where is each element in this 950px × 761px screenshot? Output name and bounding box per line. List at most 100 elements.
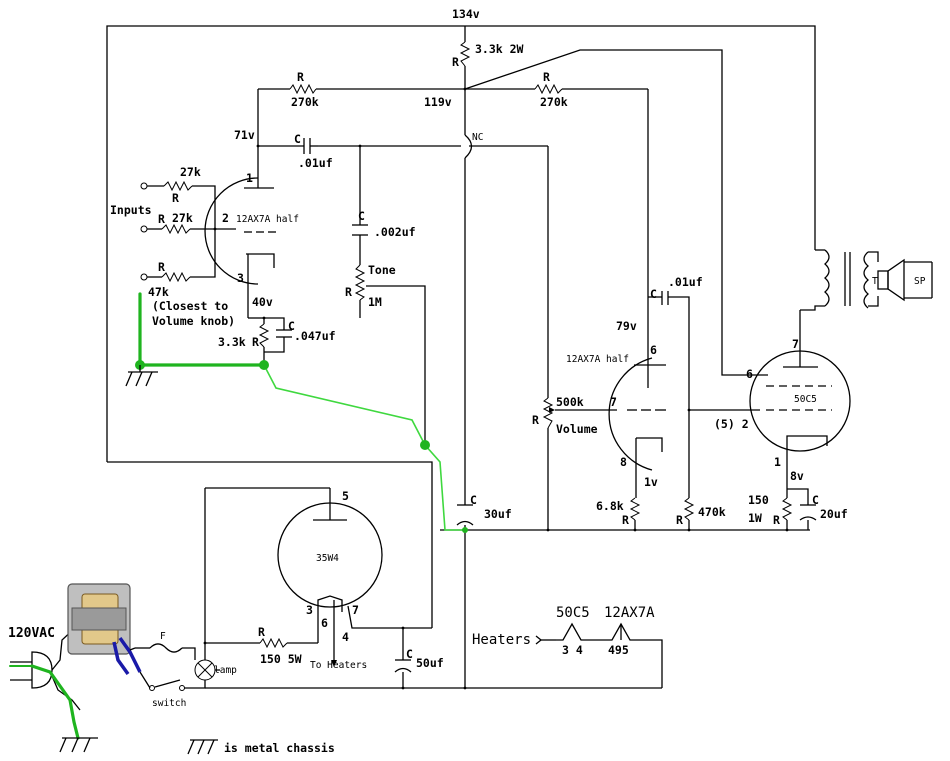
text-labels: 134v 119v 71v 40v 79v 1v 8v 3.3k 2W R R … — [8, 7, 926, 755]
tube-v1 — [204, 177, 276, 365]
label-119v: 119v — [424, 95, 452, 109]
pin-out-cathode: 1 — [774, 455, 781, 469]
label-r-letter-drop: R — [452, 55, 459, 69]
label-r-plate1: 270k — [291, 95, 319, 109]
label-out-name: 50C5 — [794, 394, 817, 405]
pin-v1-grid: 2 — [222, 211, 229, 225]
resistor-symbols — [161, 41, 793, 649]
resistor-cathode1 — [258, 323, 270, 348]
pin-v1-cathode: 3 — [237, 271, 244, 285]
chassis-legend-icon — [187, 739, 218, 755]
pot-tone — [354, 264, 366, 301]
label-nc: NC — [472, 132, 483, 143]
pin-rect-6: 6 — [321, 616, 328, 630]
label-r-volume: 500k — [556, 395, 584, 409]
label-r-letter-output: R — [773, 513, 780, 527]
pin-rect-plate: 5 — [342, 489, 349, 503]
label-c-letter-filter-rect: C — [406, 647, 413, 661]
label-71v: 71v — [234, 128, 255, 142]
pin-heater-12ax7: 495 — [608, 643, 629, 657]
ground-icon — [125, 365, 158, 387]
label-r-cathode1: 3.3k — [218, 335, 246, 349]
label-r-letter-in1: R — [172, 191, 179, 205]
label-v1-name: 12AX7A half — [236, 214, 299, 225]
label-c-letter-coupling1: C — [294, 132, 301, 146]
label-r-letter-in3: R — [158, 260, 165, 274]
resistor-drop — [459, 41, 471, 67]
label-c-coupling1: .01uf — [298, 156, 333, 170]
label-r-in2: 27k — [172, 211, 193, 225]
label-heater-50c5: 50C5 — [556, 605, 590, 621]
pin-v2-grid: 7 — [610, 395, 617, 409]
dot-markers — [203, 87, 789, 690]
label-c-letter-coupling2: C — [650, 287, 657, 301]
pin-out-plate: 7 — [792, 337, 799, 351]
label-rect-name: 35W4 — [316, 553, 339, 564]
output-transformer — [800, 249, 933, 311]
label-8v: 8v — [790, 469, 804, 483]
label-r-letter-plate1: R — [297, 70, 304, 84]
label-r-output-a: 150 — [748, 493, 769, 507]
label-c-letter-filter-main: C — [470, 493, 477, 507]
label-r-in1: 27k — [180, 165, 201, 179]
label-40v: 40v — [252, 295, 273, 309]
label-r-letter-plate2: R — [543, 70, 550, 84]
label-r-in3: 47k — [148, 285, 169, 299]
resistor-output — [781, 497, 793, 521]
label-134v: 134v — [452, 7, 480, 21]
pin-v1-plate: 1 — [246, 171, 253, 185]
label-c-bypass-out: 20uf — [820, 507, 848, 521]
input-jacks — [140, 182, 236, 281]
label-c-tone: .002uf — [374, 225, 416, 239]
resistor-cathode2 — [629, 497, 641, 521]
main-wiring — [106, 25, 816, 688]
pin-out-grid: (5) 2 — [714, 417, 749, 431]
label-r-cathode2: 6.8k — [596, 499, 624, 513]
label-r-grid2: 470k — [698, 505, 726, 519]
label-inputs: Inputs — [110, 203, 152, 217]
label-r-drop: 3.3k 2W — [475, 42, 524, 56]
label-heaters: Heaters — [472, 632, 531, 648]
resistor-plate1 — [289, 83, 317, 95]
label-c-filter-main: 30uf — [484, 507, 512, 521]
label-r-rect: 150 5W — [260, 652, 302, 666]
label-c-coupling2: .01uf — [668, 275, 703, 289]
label-transformer-t: T — [872, 276, 878, 287]
pot-volume — [542, 397, 554, 429]
chassis-ground-icon — [59, 737, 98, 753]
ground-wiring — [125, 292, 468, 533]
label-fuse: F — [160, 631, 166, 642]
label-r-letter-cathode2: R — [622, 513, 629, 527]
label-v2-name: 12AX7A half — [566, 354, 629, 365]
power-input — [9, 583, 662, 753]
resistor-grid2 — [683, 497, 695, 521]
label-1v: 1v — [644, 475, 658, 489]
label-r-letter-grid2: R — [676, 513, 683, 527]
label-c-filter-rect: 50uf — [416, 656, 444, 670]
ground-node-3 — [420, 440, 430, 450]
pin-rect-4: 4 — [342, 630, 349, 644]
label-heater-12ax7: 12AX7A — [604, 605, 655, 621]
label-switch: switch — [152, 698, 186, 709]
label-closest-2: Volume knob) — [152, 314, 235, 328]
label-speaker: SP — [914, 276, 926, 287]
pin-v2-plate: 6 — [650, 343, 657, 357]
label-volume: Volume — [556, 422, 598, 436]
label-chassis-note: is metal chassis — [224, 741, 335, 755]
pin-out-screen: 6 — [746, 367, 753, 381]
label-r-tone: 1M — [368, 295, 382, 309]
resistor-input2 — [161, 223, 191, 235]
ground-node-2 — [259, 360, 269, 370]
label-79v: 79v — [616, 319, 637, 333]
label-mains: 120VAC — [8, 626, 55, 641]
label-c-letter-bypass-out: C — [812, 493, 819, 507]
pin-v2-cathode: 8 — [620, 455, 627, 469]
tube-35w4 — [204, 487, 432, 667]
resistor-rect — [259, 637, 288, 649]
label-closest-1: (Closest to — [152, 299, 228, 313]
label-r-letter-tone: R — [345, 285, 352, 299]
tube-v2 — [549, 297, 760, 498]
label-c-letter-tone: C — [358, 209, 365, 223]
ground-node-4 — [462, 527, 468, 533]
pin-heater-50c5: 3 4 — [562, 643, 583, 657]
